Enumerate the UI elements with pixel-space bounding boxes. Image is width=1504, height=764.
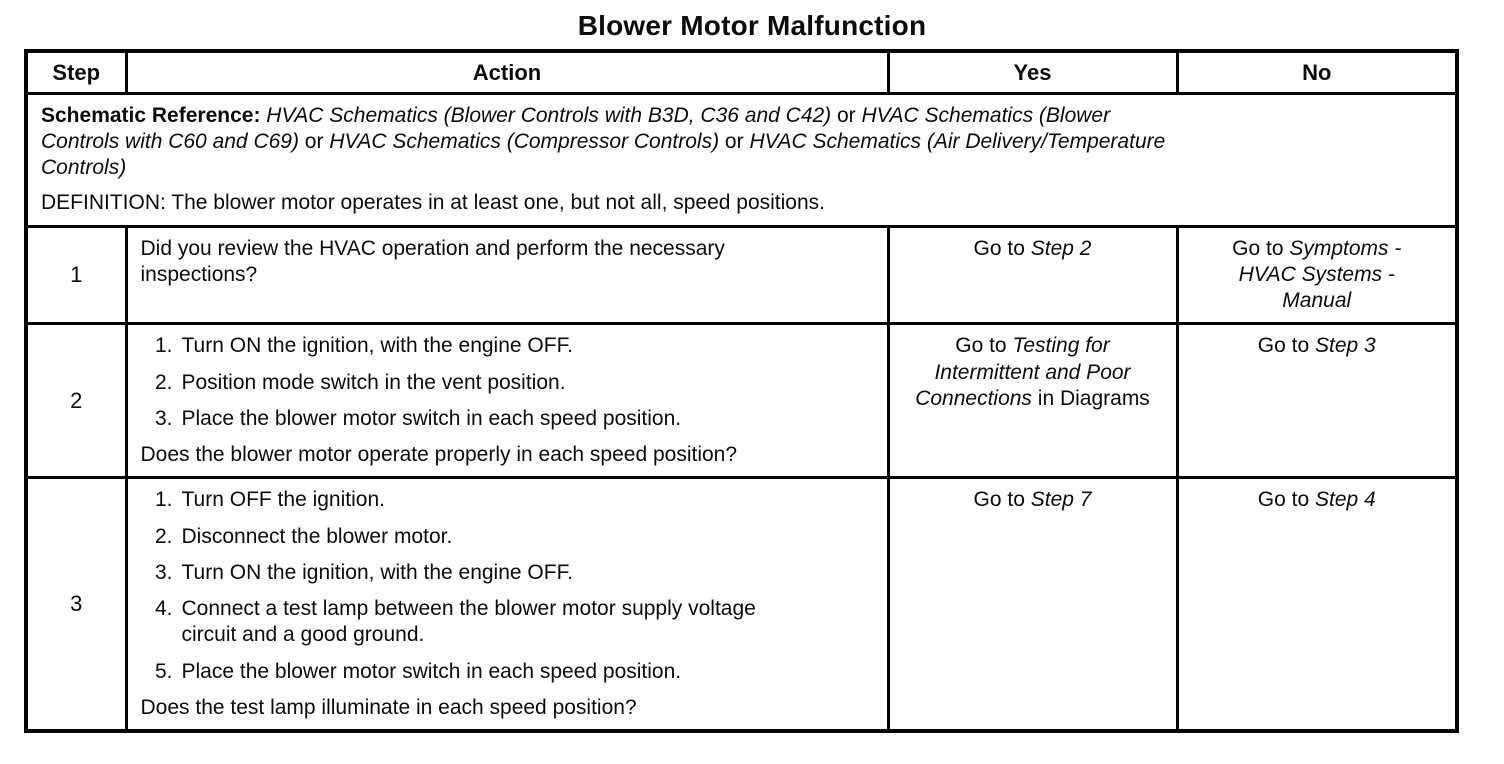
list-item-text: Disconnect the blower motor. bbox=[181, 524, 453, 548]
step-row-2: 2 1. Turn ON the ignition, with the engin… bbox=[24, 322, 1459, 480]
or-separator: or bbox=[719, 129, 750, 153]
col-header-yes: Yes bbox=[886, 49, 1179, 95]
list-item: 4. Connect a test lamp between the blower… bbox=[141, 596, 874, 649]
list-item: 3. Turn ON the ignition, with the engine … bbox=[141, 560, 874, 586]
goto-target: Step 2 bbox=[1030, 236, 1092, 260]
goto-suffix: in Diagrams bbox=[1031, 386, 1150, 410]
step-number: 3 bbox=[24, 476, 128, 733]
list-item-text: Place the blower motor switch in each sp… bbox=[181, 659, 682, 683]
action-content: 1. Turn OFF the ignition. 2. Disconnect th… bbox=[141, 487, 874, 721]
schematic-cell: Schematic Reference: HVAC Schematics (Bl… bbox=[24, 91, 1459, 228]
definition-text: DEFINITION: The blower motor operates in… bbox=[41, 191, 826, 215]
schematic-ref-2: HVAC Schematics (Blower Controls with C6… bbox=[41, 103, 1111, 153]
schematic-ref-3: HVAC Schematics (Compressor Controls) bbox=[329, 129, 720, 153]
list-item-number: 5. bbox=[154, 659, 173, 683]
no-cell: Go to Step 3 bbox=[1175, 322, 1459, 480]
list-item-number: 3. bbox=[154, 560, 173, 584]
diagnostic-table: Step Action Yes No Schematic Reference: … bbox=[24, 49, 1459, 733]
list-item-number: 1. bbox=[154, 488, 173, 512]
document-page: Blower Motor Malfunction Step Action Yes… bbox=[0, 10, 1504, 733]
goto-prefix: Go to bbox=[973, 488, 1031, 512]
goto-prefix: Go to bbox=[955, 334, 1013, 358]
yes-instruction: Go to Step 7 bbox=[906, 487, 1160, 513]
goto-target: Step 7 bbox=[1030, 488, 1092, 512]
yes-instruction: Go to Testing for Intermittent and Poor … bbox=[906, 333, 1160, 412]
goto-prefix: Go to bbox=[1257, 488, 1315, 512]
no-instruction: Go to Step 4 bbox=[1195, 487, 1440, 513]
no-instruction: Go to Symptoms - HVAC Systems - Manual bbox=[1219, 236, 1414, 315]
action-question: Did you review the HVAC operation and pe… bbox=[140, 236, 725, 286]
goto-prefix: Go to bbox=[1257, 334, 1315, 358]
schematic-ref-1: HVAC Schematics (Blower Controls with B3… bbox=[266, 103, 832, 127]
yes-cell: Go to Step 7 bbox=[886, 476, 1179, 733]
header-row: Step Action Yes No bbox=[24, 49, 1459, 95]
schematic-definition-row: Schematic Reference: HVAC Schematics (Bl… bbox=[24, 91, 1459, 228]
list-item-number: 3. bbox=[154, 406, 173, 430]
col-header-no: No bbox=[1175, 49, 1459, 95]
list-item-text: Turn ON the ignition, with the engine OF… bbox=[181, 334, 573, 358]
list-item-number: 2. bbox=[154, 370, 173, 394]
yes-cell: Go to Step 2 bbox=[886, 224, 1179, 326]
list-item-text: Connect a test lamp between the blower m… bbox=[181, 597, 756, 647]
action-question: Does the test lamp illuminate in each sp… bbox=[140, 695, 637, 719]
list-item: 5. Place the blower motor switch in each … bbox=[141, 659, 874, 685]
list-item-number: 2. bbox=[154, 524, 173, 548]
list-item-number: 4. bbox=[154, 597, 173, 620]
no-cell: Go to Symptoms - HVAC Systems - Manual bbox=[1175, 224, 1459, 326]
list-item: 1. Turn ON the ignition, with the engine … bbox=[141, 333, 874, 359]
or-separator: or bbox=[298, 129, 330, 153]
page-title: Blower Motor Malfunction bbox=[577, 10, 927, 41]
goto-target: Symptoms - HVAC Systems - Manual bbox=[1238, 236, 1402, 313]
step-row-3: 3 1. Turn OFF the ignition. 2. Disconnect … bbox=[24, 476, 1459, 733]
step-row-1: 1 Did you review the HVAC operation and … bbox=[24, 224, 1459, 326]
list-item-text: Turn OFF the ignition. bbox=[181, 488, 385, 512]
list-item: 1. Turn OFF the ignition. bbox=[141, 487, 874, 513]
list-item-number: 1. bbox=[154, 334, 173, 358]
schematic-reference-label: Schematic Reference: bbox=[41, 103, 267, 127]
goto-target: Step 4 bbox=[1314, 488, 1376, 512]
goto-target: Testing for Intermittent and Poor Connec… bbox=[915, 334, 1131, 410]
goto-target: Step 3 bbox=[1314, 334, 1376, 358]
action-cell: 1. Turn OFF the ignition. 2. Disconnect th… bbox=[124, 476, 890, 733]
no-instruction: Go to Step 3 bbox=[1195, 333, 1440, 359]
goto-prefix: Go to bbox=[1232, 236, 1290, 260]
list-item: 2. Disconnect the blower motor. bbox=[141, 524, 874, 550]
yes-cell: Go to Testing for Intermittent and Poor … bbox=[886, 322, 1179, 480]
list-item: 2. Position mode switch in the vent posit… bbox=[141, 370, 874, 396]
no-cell: Go to Step 4 bbox=[1175, 476, 1459, 733]
list-item: 3. Place the blower motor switch in each … bbox=[141, 406, 874, 432]
step-number: 1 bbox=[24, 224, 128, 326]
action-cell: Did you review the HVAC operation and pe… bbox=[124, 224, 890, 326]
action-question: Does the blower motor operate properly i… bbox=[140, 443, 738, 466]
or-separator: or bbox=[831, 103, 862, 127]
list-item-text: Place the blower motor switch in each sp… bbox=[181, 406, 682, 430]
yes-instruction: Go to Step 2 bbox=[906, 236, 1160, 262]
list-item-text: Turn ON the ignition, with the engine OF… bbox=[181, 560, 573, 584]
col-header-action: Action bbox=[124, 49, 890, 95]
step-number: 2 bbox=[24, 322, 128, 480]
action-content: 1. Turn ON the ignition, with the engine … bbox=[141, 333, 874, 468]
col-header-step: Step bbox=[24, 49, 128, 95]
action-cell: 1. Turn ON the ignition, with the engine … bbox=[124, 322, 890, 480]
list-item-text: Position mode switch in the vent positio… bbox=[181, 370, 566, 394]
goto-prefix: Go to bbox=[973, 236, 1031, 260]
schematic-ref-4: HVAC Schematics (Air Delivery/Temperatur… bbox=[41, 129, 1166, 179]
schematic-reference: Schematic Reference: HVAC Schematics (Bl… bbox=[41, 103, 1176, 182]
